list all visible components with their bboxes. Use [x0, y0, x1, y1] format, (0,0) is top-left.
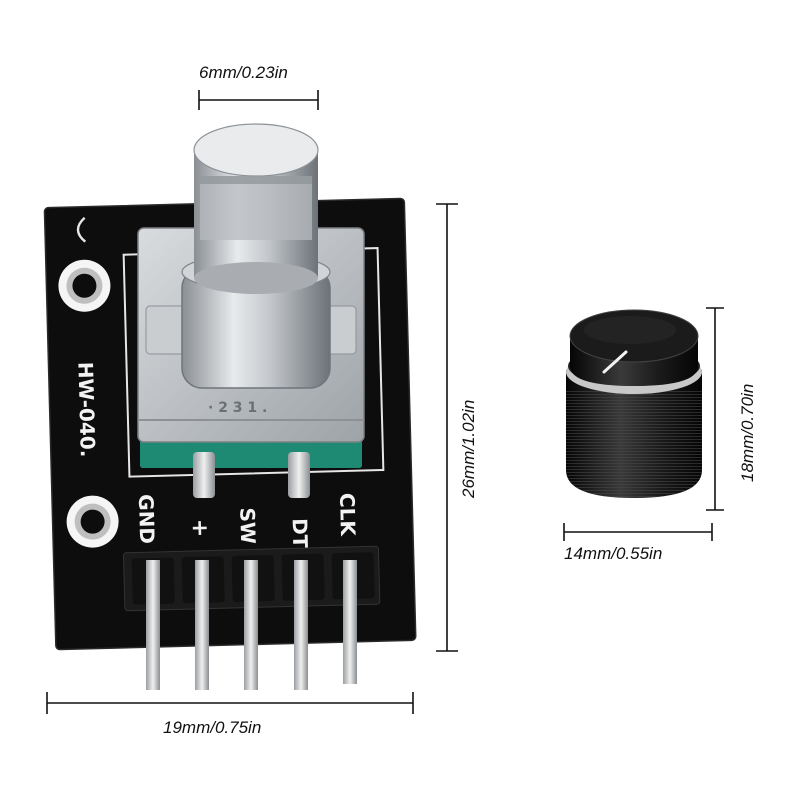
encoder-shaft	[193, 123, 319, 294]
mounting-hole-bottom	[66, 495, 119, 548]
dimension-knob-height: 18mm/0.70in	[738, 383, 757, 482]
knob	[566, 309, 702, 498]
dimension-knob-width: 14mm/0.55in	[564, 544, 663, 563]
header-pins	[146, 560, 357, 690]
pin-label-clk: CLK	[335, 493, 360, 538]
model-label: HW-040.	[73, 361, 99, 457]
pin-label-dt: DT	[288, 518, 313, 549]
pin-label-sw: SW	[235, 507, 260, 544]
pin-label-gnd: GND	[134, 494, 159, 544]
dimension-board-width: 19mm/0.75in	[163, 718, 262, 737]
dimension-lines	[46, 90, 724, 714]
svg-text:· 2 3 1 .: · 2 3 1 .	[208, 400, 267, 416]
pin-label-plus: +	[187, 519, 212, 538]
mounting-hole-top	[58, 259, 111, 312]
dimension-shaft-width: 6mm/0.23in	[199, 63, 288, 82]
dimension-board-height: 26mm/1.02in	[459, 399, 478, 498]
